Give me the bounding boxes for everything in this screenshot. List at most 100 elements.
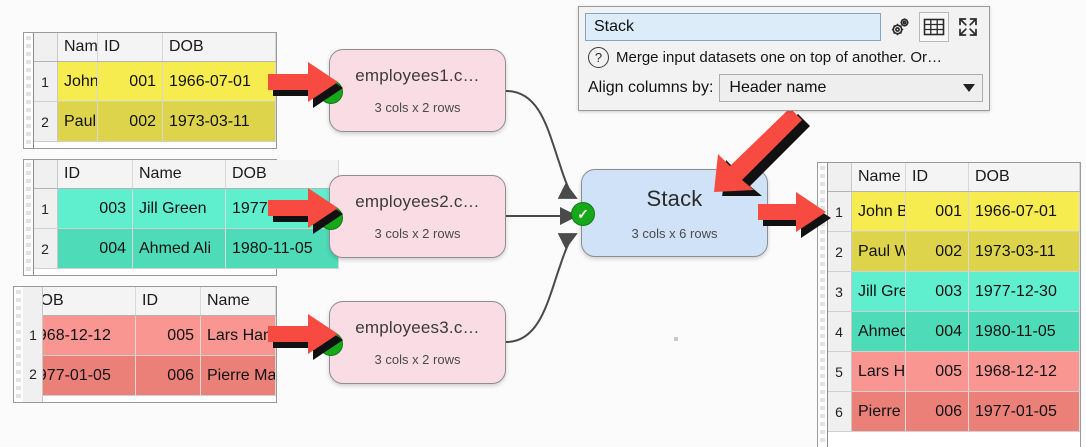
cell-name[interactable]: Ahmed Ali — [132, 228, 226, 269]
row-number: 1 — [827, 191, 852, 232]
column-header[interactable]: ID — [135, 287, 201, 316]
node-title: employees3.c… — [355, 318, 480, 337]
column-header[interactable]: Name — [132, 160, 226, 189]
cell-id[interactable]: 003 — [57, 188, 133, 229]
cell-id[interactable]: 003 — [905, 271, 969, 312]
cell-name[interactable]: Ahmed Ali — [851, 311, 906, 352]
cell-name[interactable]: Jill Green — [851, 271, 906, 312]
align-columns-select[interactable]: Header name — [719, 74, 983, 102]
table-grid: Name ID DOB 1 John Black 001 1966-07-01 … — [827, 163, 1080, 432]
cell-name[interactable]: Lars Hansen — [200, 315, 276, 356]
node-title: Stack — [646, 185, 703, 211]
table-row[interactable]: 1977-01-05 006 Pierre Martin — [23, 355, 276, 396]
cell-dob[interactable]: 1977-01-05 — [968, 391, 1080, 432]
table-row[interactable]: 3 Jill Green 003 1977-12-30 — [827, 271, 1080, 312]
check-circle-icon: ✓ — [571, 202, 595, 226]
employees3-table[interactable]: DOB ID Name 1968-12-12 005 Lars Hansen 1… — [14, 287, 276, 402]
row-number-column — [23, 287, 43, 402]
cell-name[interactable]: John Black — [57, 61, 98, 102]
column-header[interactable]: DOB — [162, 33, 276, 62]
table-header-row: Name ID DOB — [827, 163, 1080, 192]
node-title: employees1.c… — [355, 66, 480, 85]
cell-name[interactable]: John Black — [851, 191, 906, 232]
cell-id[interactable]: 001 — [97, 61, 163, 102]
cell-name[interactable]: Lars Hansen — [851, 351, 906, 392]
table-row[interactable]: 1 John Black 001 1966-07-01 — [33, 61, 276, 102]
cell-id[interactable]: 004 — [57, 228, 133, 269]
table-row[interactable]: 4 Ahmed Ali 004 1980-11-05 — [827, 311, 1080, 352]
cell-id[interactable]: 005 — [905, 351, 969, 392]
table-row[interactable]: 6 Pierre Martin 006 1977-01-05 — [827, 391, 1080, 432]
table-grid: ID Name DOB 1 003 Jill Green 1977-12-30 … — [33, 160, 339, 269]
cell-id[interactable]: 002 — [905, 231, 969, 272]
row-number-header — [827, 163, 852, 192]
cell-dob[interactable]: 1980-11-05 — [968, 311, 1080, 352]
cell-name[interactable]: Pierre Martin — [851, 391, 906, 432]
stack-properties-panel[interactable]: Stack — [578, 6, 990, 111]
cell-dob[interactable]: 1966-07-01 — [162, 61, 276, 102]
row-number: 5 — [827, 351, 852, 392]
panel-description-row: ? Merge input datasets one on top of ano… — [579, 44, 989, 68]
cell-id[interactable]: 001 — [905, 191, 969, 232]
help-icon[interactable]: ? — [588, 47, 609, 68]
cell-id[interactable]: 005 — [135, 315, 201, 356]
cell-dob[interactable]: 1973-03-11 — [162, 101, 276, 142]
expand-icon[interactable] — [953, 12, 983, 42]
cell-dob[interactable]: 1966-07-01 — [968, 191, 1080, 232]
panel-toolbar-row: Stack — [579, 7, 989, 44]
table-icon-glyph — [923, 18, 945, 36]
table-header-row: Name ID DOB — [33, 33, 276, 62]
employees1-table[interactable]: Name ID DOB 1 John Black 001 1966-07-01 … — [24, 33, 276, 148]
column-header[interactable]: Name — [851, 163, 906, 192]
node-employees3[interactable]: ✓ employees3.c… 3 cols x 2 rows — [319, 301, 506, 384]
column-header[interactable]: Name — [200, 287, 276, 316]
column-header[interactable]: DOB — [968, 163, 1080, 192]
annotation-arrow-to-employees2 — [268, 188, 343, 234]
table-scrollbar[interactable] — [24, 33, 34, 148]
stack-output-table[interactable]: Name ID DOB 1 John Black 001 1966-07-01 … — [818, 163, 1080, 447]
column-header[interactable]: DOB — [225, 160, 339, 189]
cell-dob[interactable]: 1973-03-11 — [968, 231, 1080, 272]
table-scrollbar[interactable] — [24, 160, 34, 275]
cell-id[interactable]: 006 — [905, 391, 969, 432]
cell-name[interactable]: Pierre Martin — [200, 355, 276, 396]
table-row[interactable]: 5 Lars Hansen 005 1968-12-12 — [827, 351, 1080, 392]
table-icon[interactable] — [919, 12, 949, 42]
row-number: 1 — [33, 188, 58, 229]
column-header[interactable]: ID — [57, 160, 133, 189]
column-header[interactable]: Name — [57, 33, 98, 62]
gears-icon-glyph — [891, 18, 909, 36]
annotation-arrow-to-employees1 — [268, 62, 343, 108]
cell-id[interactable]: 006 — [135, 355, 201, 396]
table-grid: Name ID DOB 1 John Black 001 1966-07-01 … — [33, 33, 276, 142]
column-header[interactable]: ID — [97, 33, 163, 62]
table-row[interactable]: 1 John Black 001 1966-07-01 — [827, 191, 1080, 232]
node-employees2[interactable]: ✓ employees2.c… 3 cols x 2 rows — [319, 175, 506, 258]
gears-icon[interactable] — [885, 12, 915, 42]
row-number: 3 — [827, 271, 852, 312]
expand-icon-glyph — [959, 18, 977, 36]
cell-id[interactable]: 004 — [905, 311, 969, 352]
cell-name[interactable]: Jill Green — [132, 188, 226, 229]
node-name-input[interactable]: Stack — [585, 13, 881, 41]
row-number: 2 — [827, 231, 852, 272]
table-scrollbar[interactable] — [818, 163, 828, 447]
cell-name[interactable]: Paul White — [57, 101, 98, 142]
annotation-arrow-to-employees3 — [268, 314, 343, 360]
annotation-arrow-to-stack-node — [714, 108, 810, 196]
node-subtitle: 3 cols x 2 rows — [374, 100, 461, 115]
cell-dob[interactable]: 1968-12-12 — [968, 351, 1080, 392]
cell-name[interactable]: Paul White — [851, 231, 906, 272]
table-row[interactable]: 2 Paul White 002 1973-03-11 — [33, 101, 276, 142]
row-number: 1 — [33, 61, 58, 102]
table-row[interactable]: 1968-12-12 005 Lars Hansen — [23, 315, 276, 356]
employees2-table[interactable]: ID Name DOB 1 003 Jill Green 1977-12-30 … — [24, 160, 339, 275]
cell-id[interactable]: 002 — [97, 101, 163, 142]
cell-dob[interactable]: 1977-12-30 — [968, 271, 1080, 312]
cell-dob[interactable]: 1980-11-05 — [225, 228, 339, 269]
node-employees1[interactable]: ✓ employees1.c… 3 cols x 2 rows — [319, 49, 506, 132]
table-row[interactable]: 2 Paul White 002 1973-03-11 — [827, 231, 1080, 272]
column-header[interactable]: ID — [905, 163, 969, 192]
table-row[interactable]: 2 004 Ahmed Ali 1980-11-05 — [33, 228, 339, 269]
row-number: 4 — [827, 311, 852, 352]
